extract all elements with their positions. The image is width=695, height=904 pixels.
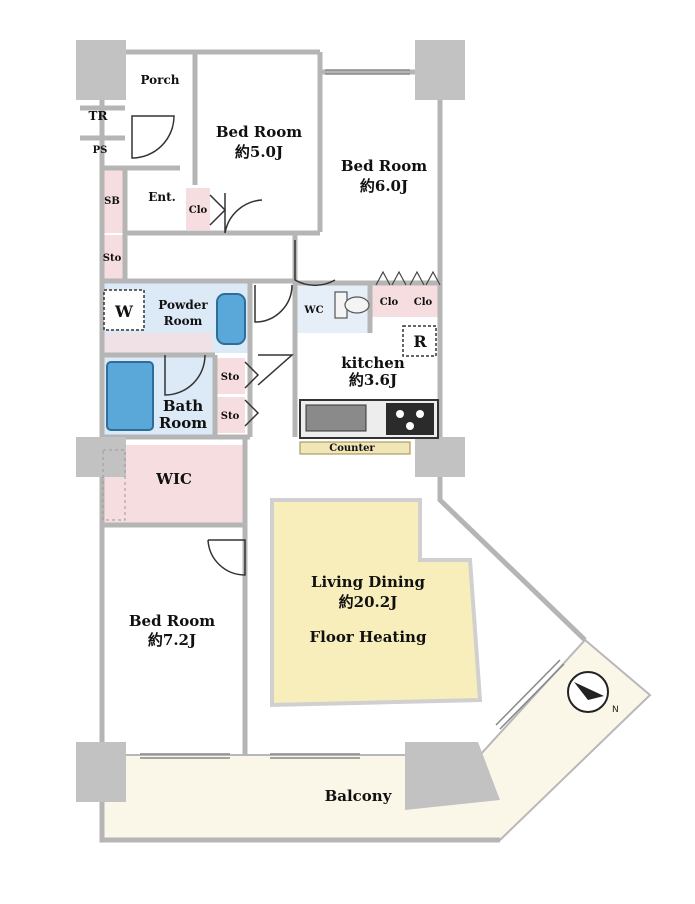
bedroom-north-name: Bed Room: [216, 123, 302, 141]
storage-bath-2-label: Sto: [221, 411, 240, 422]
sto-bath-1-floor: [215, 358, 245, 394]
north-arrow-icon: N: [567, 671, 619, 715]
closet-shelf-marks: [375, 270, 441, 286]
closet-kitchen-1-label: Clo: [380, 297, 399, 308]
clo-entrance-floor: [186, 188, 210, 230]
bedroom-north-size: 約5.0J: [235, 143, 283, 161]
powder-mat: [100, 333, 212, 355]
kitchen-size: 約3.6J: [349, 371, 397, 389]
living-dining-size: 約20.2J: [339, 593, 398, 611]
washer-box: [103, 289, 145, 331]
porch-label: Porch: [140, 73, 179, 87]
storage-hall-label: Sto: [103, 253, 122, 264]
bath-room-line1: Bath: [163, 397, 203, 415]
door-swings: [131, 115, 336, 576]
bedroom-south-size: 約7.2J: [148, 631, 196, 649]
wc-label: WC: [303, 305, 323, 316]
ps-label: PS: [93, 145, 108, 156]
wic-label: WIC: [155, 470, 192, 488]
toilet-icon: [334, 291, 370, 319]
bedroom-east-name: Bed Room: [341, 157, 427, 175]
bedroom-east-size: 約6.0J: [360, 177, 408, 195]
fridge-label: R: [413, 332, 427, 351]
storage-bath-1-label: Sto: [221, 372, 240, 383]
walls: [80, 40, 587, 843]
stove: [299, 399, 439, 439]
closet-entrance-label: Clo: [189, 205, 208, 216]
balcony-label: Balcony: [325, 787, 393, 805]
kitchen-name: kitchen: [341, 354, 405, 372]
washer-label: W: [114, 302, 134, 321]
sto-bath-2-floor: [215, 397, 245, 433]
wic-shelf: [102, 449, 126, 521]
pillars: [76, 40, 500, 810]
living-dining-name: Living Dining: [311, 573, 425, 591]
tr-label: TR: [89, 109, 109, 123]
bathtub: [106, 361, 154, 431]
compass-label: N: [612, 705, 619, 715]
bath-room-line2: Room: [159, 414, 207, 432]
sb-label: SB: [104, 196, 120, 207]
powder-room-line1: Powder: [158, 298, 208, 312]
living-dining-floor: [270, 498, 483, 708]
floor-heating-note: Floor Heating: [310, 628, 427, 646]
powder-sink: [216, 293, 246, 345]
counter-label: Counter: [329, 443, 375, 454]
powder-room-line2: Room: [164, 314, 203, 328]
counter-bar: [299, 441, 411, 455]
fridge-box: [402, 325, 437, 357]
windows: [140, 69, 565, 759]
entrance-label: Ent.: [148, 190, 176, 204]
clo-kitchen-1-floor: [372, 285, 406, 317]
closet-kitchen-2-label: Clo: [414, 297, 433, 308]
clo-kitchen-2-floor: [406, 285, 440, 317]
bedroom-south-name: Bed Room: [129, 612, 215, 630]
